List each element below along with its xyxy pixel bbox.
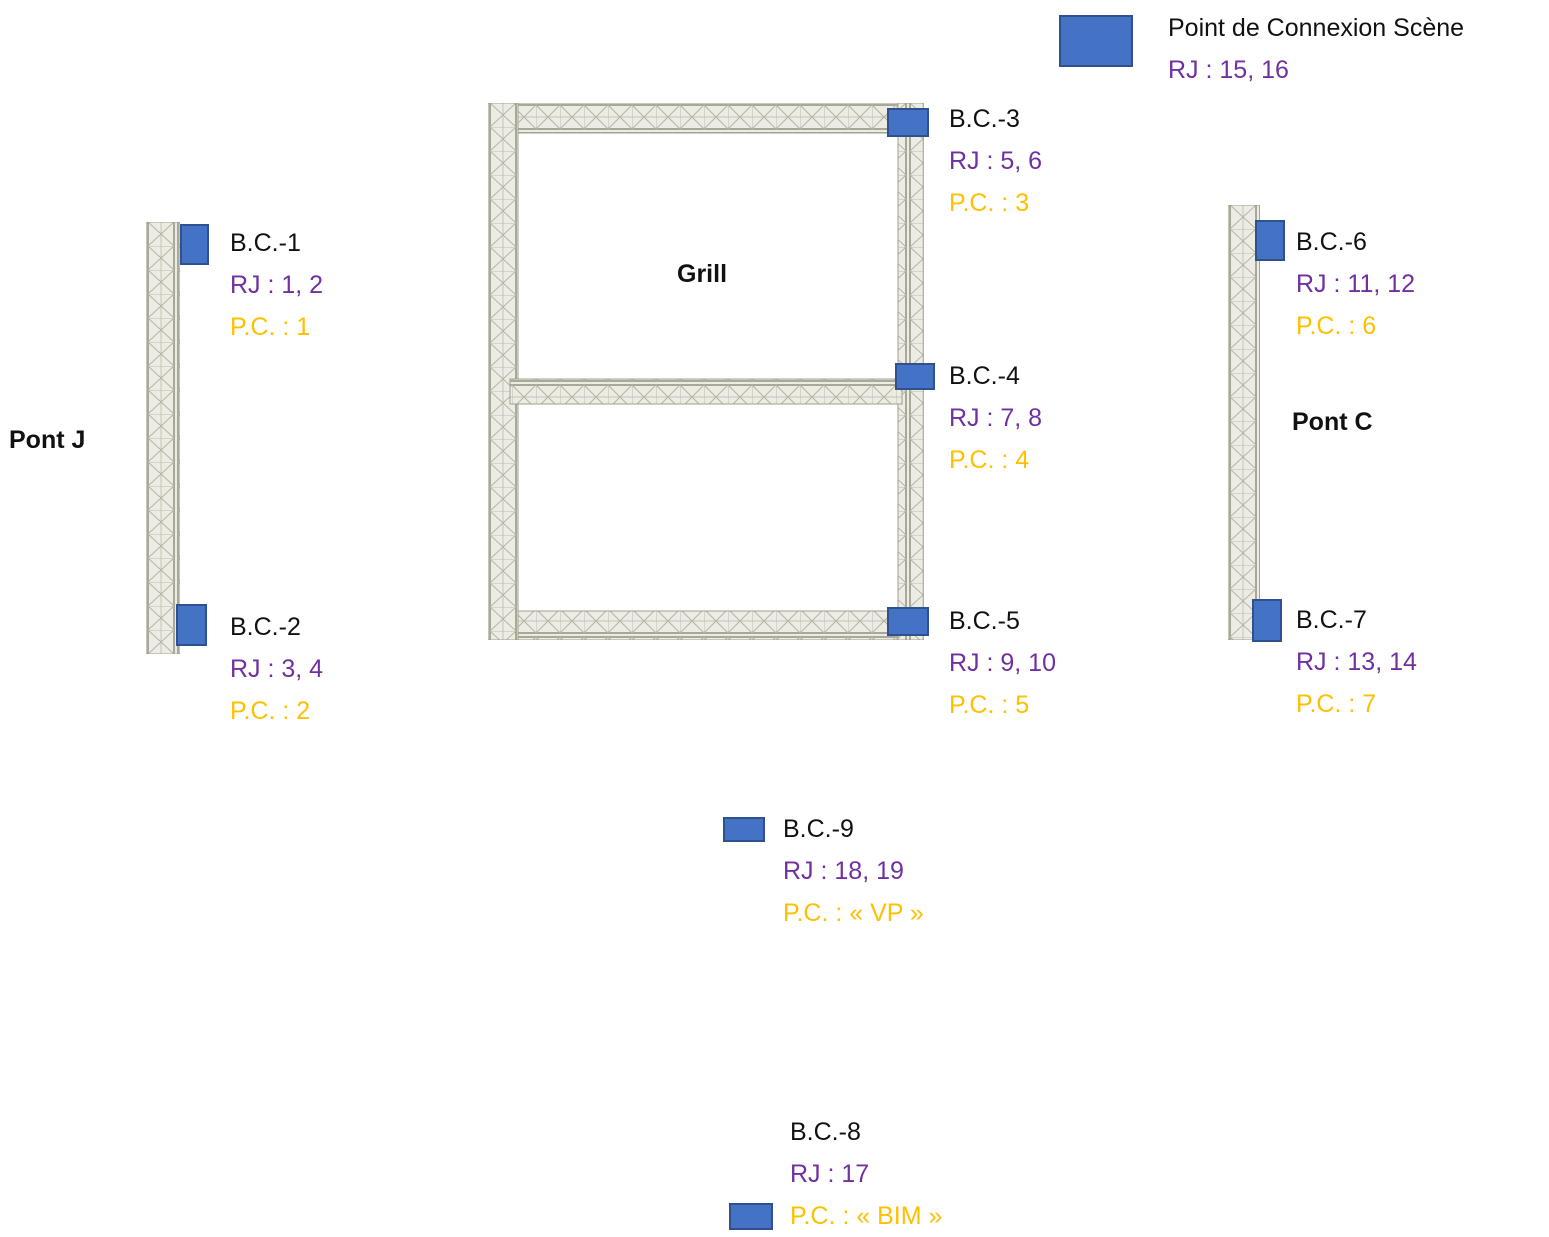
label-bc8: B.C.-8 RJ : 17 P.C. : « BIM » bbox=[790, 1111, 942, 1237]
box-bc8 bbox=[729, 1203, 773, 1230]
label-bc5: B.C.-5 RJ : 9, 10 P.C. : 5 bbox=[949, 600, 1056, 726]
bc6-pc: P.C. : 6 bbox=[1296, 312, 1377, 340]
bc4-name: B.C.-4 bbox=[949, 362, 1020, 390]
box-bc3 bbox=[887, 108, 929, 137]
bc7-pc: P.C. : 7 bbox=[1296, 690, 1377, 718]
bc2-pc: P.C. : 2 bbox=[230, 697, 311, 725]
bc9-name: B.C.-9 bbox=[783, 815, 854, 843]
bc6-rj: RJ : 11, 12 bbox=[1296, 270, 1416, 298]
bc1-rj: RJ : 1, 2 bbox=[230, 271, 324, 299]
pont-c-label: Pont C bbox=[1292, 408, 1373, 436]
bc6-name: B.C.-6 bbox=[1296, 228, 1367, 256]
label-bc2: B.C.-2 RJ : 3, 4 P.C. : 2 bbox=[230, 606, 323, 732]
box-bc6 bbox=[1255, 220, 1285, 261]
label-bc9: B.C.-9 RJ : 18, 19 P.C. : « VP » bbox=[783, 808, 924, 934]
box-bc1 bbox=[180, 224, 209, 265]
box-bc9 bbox=[723, 817, 765, 842]
pont-j-label: Pont J bbox=[9, 426, 86, 454]
grill-label: Grill bbox=[677, 260, 728, 288]
label-bc4: B.C.-4 RJ : 7, 8 P.C. : 4 bbox=[949, 355, 1042, 481]
stage-connection-box bbox=[1059, 15, 1133, 67]
label-bc1: B.C.-1 RJ : 1, 2 P.C. : 1 bbox=[230, 222, 323, 348]
bc3-rj: RJ : 5, 6 bbox=[949, 147, 1043, 175]
bc4-pc: P.C. : 4 bbox=[949, 446, 1030, 474]
bc8-pc: P.C. : « BIM » bbox=[790, 1202, 943, 1230]
bc3-pc: P.C. : 3 bbox=[949, 189, 1030, 217]
bc5-name: B.C.-5 bbox=[949, 607, 1020, 635]
bc1-name: B.C.-1 bbox=[230, 229, 301, 257]
pont-c-truss bbox=[1228, 205, 1260, 640]
bc3-name: B.C.-3 bbox=[949, 105, 1020, 133]
label-bc7: B.C.-7 RJ : 13, 14 P.C. : 7 bbox=[1296, 599, 1417, 725]
bc8-name: B.C.-8 bbox=[790, 1118, 861, 1146]
bc8-rj: RJ : 17 bbox=[790, 1160, 870, 1188]
pont-j-truss bbox=[146, 222, 180, 654]
bc2-name: B.C.-2 bbox=[230, 613, 301, 641]
bc4-rj: RJ : 7, 8 bbox=[949, 404, 1043, 432]
stage-connection-name: Point de Connexion Scène bbox=[1168, 14, 1465, 42]
bc7-rj: RJ : 13, 14 bbox=[1296, 648, 1417, 676]
box-bc4 bbox=[895, 363, 935, 390]
box-bc2 bbox=[176, 604, 207, 646]
bc1-pc: P.C. : 1 bbox=[230, 313, 311, 341]
label-bc3: B.C.-3 RJ : 5, 6 P.C. : 3 bbox=[949, 98, 1042, 224]
stage-connection-rj: RJ : 15, 16 bbox=[1168, 56, 1289, 84]
bc9-pc: P.C. : « VP » bbox=[783, 899, 924, 927]
bc5-rj: RJ : 9, 10 bbox=[949, 649, 1056, 677]
bc2-rj: RJ : 3, 4 bbox=[230, 655, 324, 683]
bc7-name: B.C.-7 bbox=[1296, 606, 1367, 634]
stage-connection-label: Point de Connexion Scène RJ : 15, 16 bbox=[1168, 7, 1464, 91]
box-bc5 bbox=[887, 607, 929, 636]
grill-truss bbox=[488, 103, 924, 640]
box-bc7 bbox=[1252, 599, 1282, 642]
bc9-rj: RJ : 18, 19 bbox=[783, 857, 904, 885]
label-bc6: B.C.-6 RJ : 11, 12 P.C. : 6 bbox=[1296, 221, 1415, 347]
bc5-pc: P.C. : 5 bbox=[949, 691, 1030, 719]
